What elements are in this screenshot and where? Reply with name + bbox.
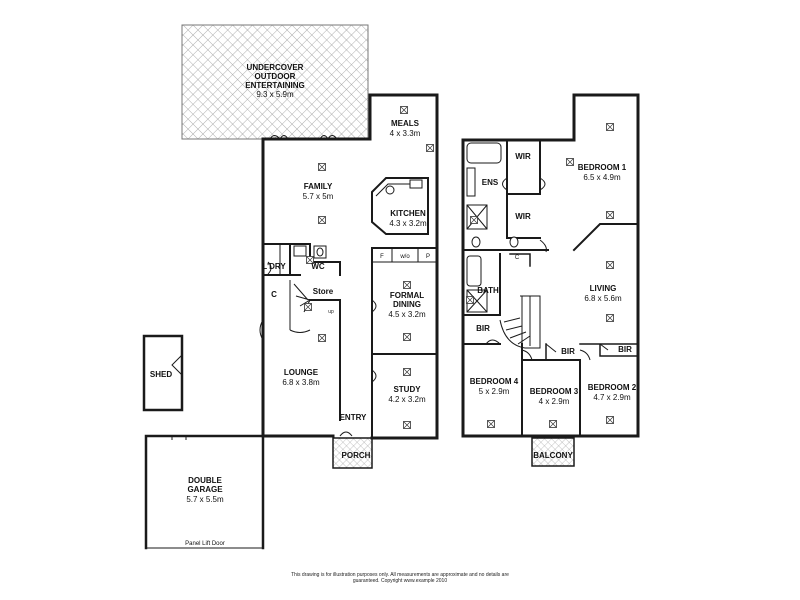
family-label: FAMILY <box>304 182 333 191</box>
outdoor-size: 9.3 x 5.9m <box>256 90 294 99</box>
cupboard-label-upper: C <box>515 255 520 261</box>
bedroom3-size: 4 x 2.9m <box>539 397 570 406</box>
family-size: 5.7 x 5m <box>303 192 334 201</box>
kitchen-size: 4.3 x 3.2m <box>389 219 427 228</box>
outdoor-label-1: UNDERCOVER <box>247 63 304 72</box>
light-icon <box>403 421 411 429</box>
bedroom3-label: BEDROOM 3 <box>530 387 579 396</box>
light-icon <box>304 303 312 311</box>
light-icon <box>606 261 614 269</box>
light-icon <box>403 333 411 341</box>
bedroom1-label: BEDROOM 1 <box>578 163 627 172</box>
light-icon <box>400 106 408 114</box>
disclaimer-line-2: guaranteed. Copyright www.example 2010 <box>353 578 447 584</box>
walk-out-label: w/o <box>399 254 410 260</box>
light-icon <box>606 314 614 322</box>
light-icon <box>318 216 326 224</box>
formal-dining-label-2: DINING <box>393 300 421 309</box>
panel-lift-door-label: Panel Lift Door <box>185 541 225 547</box>
light-icon <box>606 416 614 424</box>
balcony-label: BALCONY <box>533 451 573 460</box>
bir2-label: BIR <box>618 345 632 354</box>
bir4-label: BIR <box>476 324 490 333</box>
light-icon <box>549 420 557 428</box>
outdoor-label-2: OUTDOOR <box>255 72 296 81</box>
outdoor-label-3: ENTERTAINING <box>245 81 304 90</box>
lounge-label: LOUNGE <box>284 368 319 377</box>
upper-floor <box>461 93 640 467</box>
formal-dining-label-1: FORMAL <box>390 291 424 300</box>
ground-floor <box>142 24 439 550</box>
bedroom2-label: BEDROOM 2 <box>588 383 637 392</box>
porch-area <box>332 437 373 469</box>
bedroom4-size: 5 x 2.9m <box>479 387 510 396</box>
porch-label: PORCH <box>342 451 371 460</box>
stairs-up-label: up <box>328 309 334 315</box>
light-icon <box>466 296 474 304</box>
garage-label-2: GARAGE <box>187 485 223 494</box>
bedroom1-size: 6.5 x 4.9m <box>583 173 621 182</box>
light-icon <box>606 211 614 219</box>
study-size: 4.2 x 3.2m <box>388 395 426 404</box>
disclaimer-line-1: This drawing is for illustration purpose… <box>291 572 509 578</box>
light-icon <box>306 256 314 264</box>
wir1-label: WIR <box>515 152 531 161</box>
shed-label: SHED <box>150 370 172 379</box>
light-icon <box>403 281 411 289</box>
wc-label: WC <box>311 262 325 271</box>
light-icon <box>403 368 411 376</box>
garage-size: 5.7 x 5.5m <box>186 495 224 504</box>
pantry-label: P <box>426 254 430 260</box>
room-labels: UNDERCOVER OUTDOOR ENTERTAINING 9.3 x 5.… <box>150 63 637 547</box>
study-label: STUDY <box>393 385 421 394</box>
bir3-label: BIR <box>561 347 575 356</box>
bedroom2-size: 4.7 x 2.9m <box>593 393 631 402</box>
light-icon <box>318 334 326 342</box>
entry-label: ENTRY <box>340 413 367 422</box>
balcony-area <box>531 437 575 467</box>
ceiling-light-icons <box>304 106 614 429</box>
bedroom4-label: BEDROOM 4 <box>470 377 519 386</box>
bath-label: BATH <box>477 286 499 295</box>
kitchen-label: KITCHEN <box>390 209 426 218</box>
wir2-label: WIR <box>515 212 531 221</box>
meals-size: 4 x 3.3m <box>390 129 421 138</box>
living-size: 6.8 x 5.6m <box>584 294 622 303</box>
light-icon <box>566 158 574 166</box>
disclaimer: This drawing is for illustration purpose… <box>291 572 509 584</box>
meals-label: MEALS <box>391 119 420 128</box>
laundry-label: L'DRY <box>262 262 286 271</box>
light-icon <box>426 144 434 152</box>
light-icon <box>470 216 478 224</box>
garage-label-1: DOUBLE <box>188 476 222 485</box>
ensuite-label: ENS <box>482 178 499 187</box>
living-label: LIVING <box>590 284 617 293</box>
formal-dining-size: 4.5 x 3.2m <box>388 310 426 319</box>
fridge-label: F <box>380 254 384 260</box>
light-icon <box>318 163 326 171</box>
light-icon <box>487 420 495 428</box>
outdoor-entertaining-area <box>181 24 369 140</box>
light-icon <box>606 123 614 131</box>
store-label: Store <box>313 287 334 296</box>
cupboard-label-lower: C <box>271 290 277 299</box>
lounge-size: 6.8 x 3.8m <box>282 378 320 387</box>
